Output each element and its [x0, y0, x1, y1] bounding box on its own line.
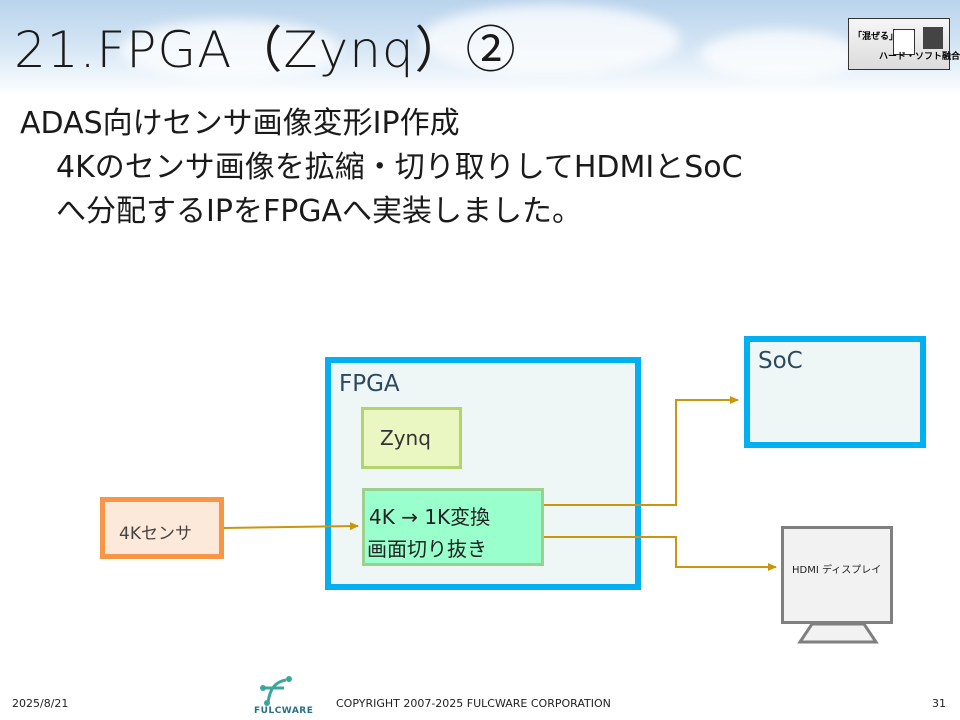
soc-box: SoC	[744, 336, 926, 448]
badge-line1: 「混ぜる」：	[853, 32, 903, 42]
cloud-decoration	[700, 30, 860, 80]
scaler-ip-box: 4K → 1K変換 画面切り抜き	[362, 488, 544, 566]
slide-subtitle: ADAS向けセンサ画像変形IP作成	[20, 106, 460, 141]
footer-date: 2025/8/21	[12, 697, 69, 710]
page-number: 31	[932, 697, 946, 710]
hdmi-label: HDMI ディスプレイ	[792, 565, 882, 576]
arrow-ip-to-soc	[544, 396, 739, 506]
arrow-sensor-to-ip	[223, 522, 359, 531]
header-background	[0, 0, 960, 96]
description-line-1: 4Kのセンサ画像を拡縮・切り取りしてHDMIとSoC	[56, 150, 743, 185]
arrow-ip-to-hdmi	[544, 536, 777, 571]
ip-label-line1: 4K → 1K変換	[369, 505, 491, 529]
sensor-box: 4Kセンサ	[100, 497, 224, 559]
fulcware-logo-text: FULCWARE	[254, 706, 314, 716]
chip-icon	[923, 27, 943, 49]
hdmi-monitor: HDMI ディスプレイ	[781, 526, 893, 624]
cloud-decoration	[120, 20, 340, 80]
zynq-label: Zynq	[380, 426, 431, 450]
fulcware-logo: FULCWARE	[254, 672, 313, 718]
fulcware-logo-icon	[260, 676, 292, 706]
badge-line2: ハード・ソフト融合	[879, 52, 960, 62]
footer-copyright: COPYRIGHT 2007-2025 FULCWARE CORPORATION	[336, 697, 611, 710]
monitor-stand	[797, 622, 879, 644]
document-icon	[893, 29, 915, 55]
description-line-2: へ分配するIPをFPGAへ実装しました。	[56, 194, 583, 229]
sensor-label: 4Kセンサ	[119, 524, 192, 544]
ip-label-line2: 画面切り抜き	[367, 537, 487, 561]
slide-title: 21.FPGA（Zynq）②	[14, 21, 517, 79]
soc-label: SoC	[758, 348, 803, 374]
mazeru-badge-logo: 「混ぜる」： ハード・ソフト融合	[848, 18, 960, 70]
cloud-decoration	[420, 5, 680, 75]
zynq-box: Zynq	[361, 407, 462, 469]
fpga-label: FPGA	[339, 371, 400, 397]
